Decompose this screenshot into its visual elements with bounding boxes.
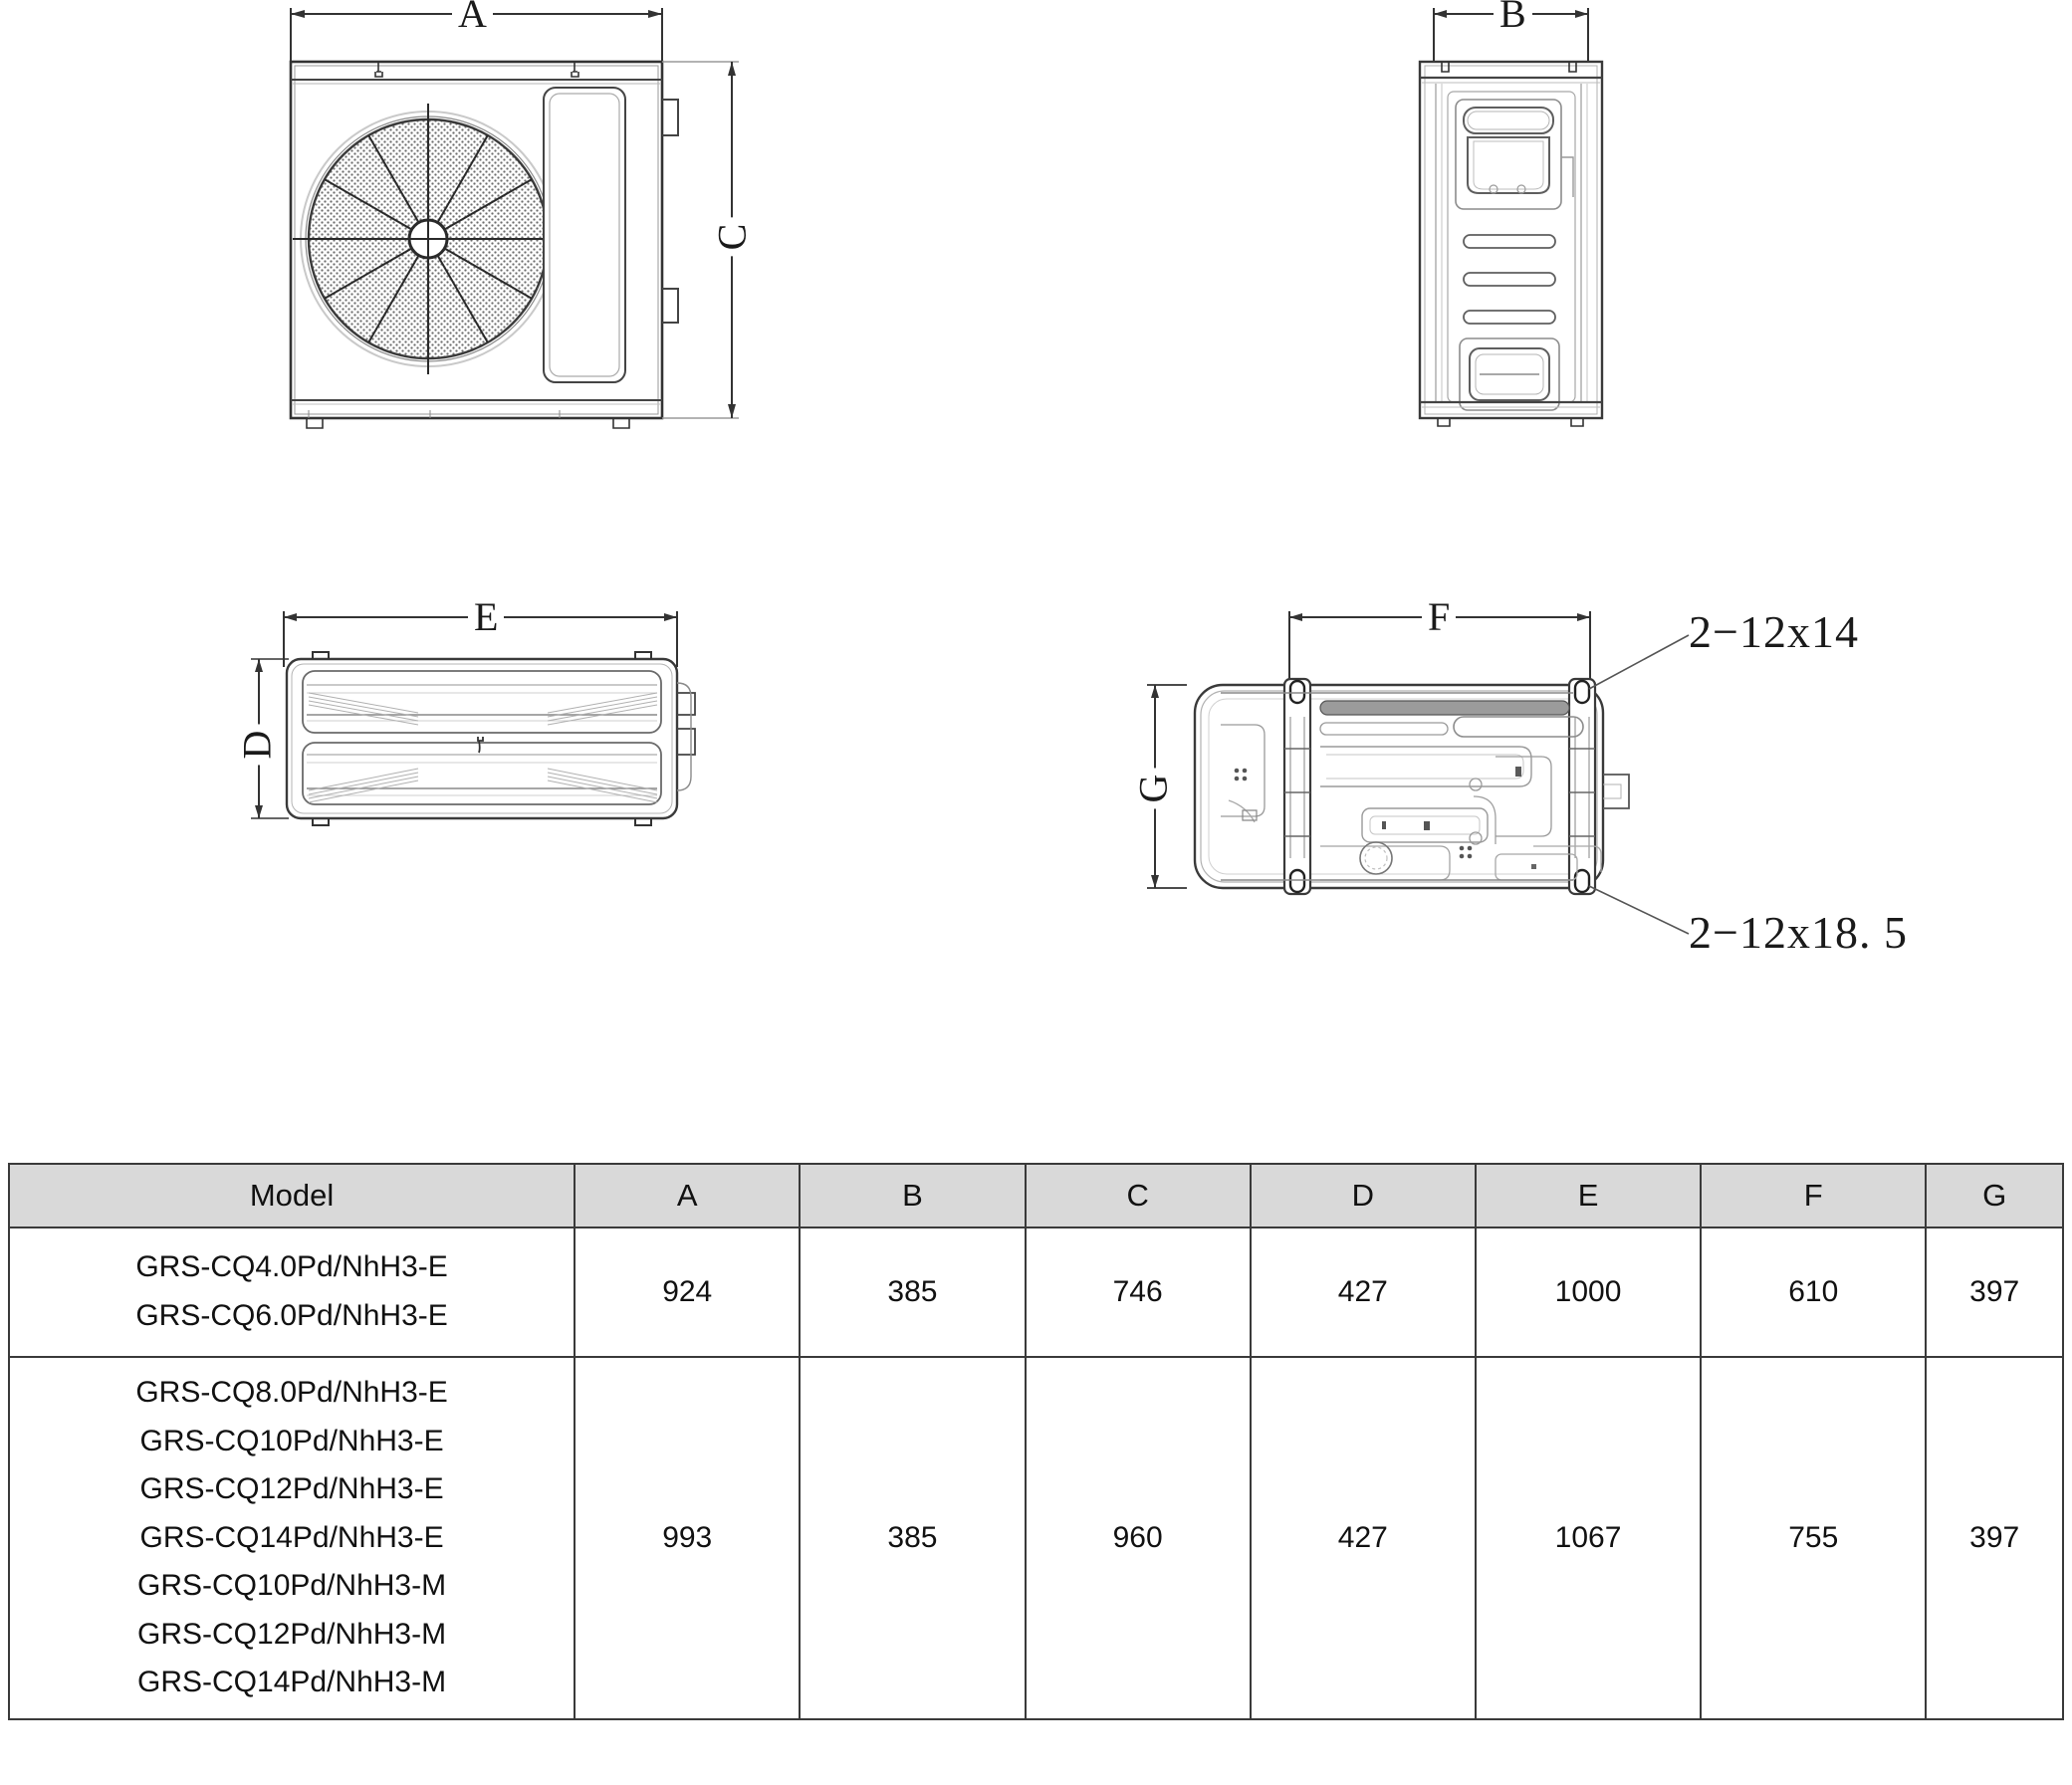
value-b: 385 bbox=[799, 1227, 1027, 1358]
dimension-label-b: B bbox=[1494, 0, 1532, 34]
model-name: GRS-CQ12Pd/NhH3-E bbox=[139, 1472, 444, 1506]
model-name: GRS-CQ14Pd/NhH3-E bbox=[139, 1520, 444, 1554]
model-name: GRS-CQ8.0Pd/NhH3-E bbox=[135, 1375, 448, 1409]
column-header-b: B bbox=[799, 1163, 1027, 1228]
dimension-label-a: A bbox=[452, 0, 493, 34]
column-header-c: C bbox=[1024, 1163, 1252, 1228]
model-name: GRS-CQ10Pd/NhH3-E bbox=[139, 1424, 444, 1457]
value-b: 385 bbox=[799, 1356, 1027, 1720]
dimension-label-f: F bbox=[1422, 597, 1457, 637]
model-name: GRS-CQ4.0Pd/NhH3-E bbox=[135, 1250, 448, 1284]
side-view-outdoor-unit: B bbox=[1394, 0, 1713, 468]
value-a: 993 bbox=[574, 1356, 802, 1720]
model-name: GRS-CQ12Pd/NhH3-M bbox=[137, 1617, 447, 1651]
value-f: 610 bbox=[1700, 1227, 1928, 1358]
model-name: GRS-CQ6.0Pd/NhH3-E bbox=[135, 1299, 448, 1332]
rear-view-outdoor-unit: E D bbox=[229, 597, 946, 896]
value-g: 397 bbox=[1925, 1227, 2064, 1358]
model-names-cell: GRS-CQ8.0Pd/NhH3-E GRS-CQ10Pd/NhH3-E GRS… bbox=[7, 1356, 576, 1720]
column-header-f: F bbox=[1700, 1163, 1928, 1228]
table-row: GRS-CQ4.0Pd/NhH3-E GRS-CQ6.0Pd/NhH3-E 92… bbox=[7, 1227, 2064, 1358]
value-e: 1000 bbox=[1474, 1227, 1703, 1358]
table-row: GRS-CQ8.0Pd/NhH3-E GRS-CQ10Pd/NhH3-E GRS… bbox=[7, 1356, 2064, 1720]
value-c: 960 bbox=[1024, 1356, 1252, 1720]
value-d: 427 bbox=[1249, 1356, 1477, 1720]
table-header-row: Model A B C D E F G bbox=[7, 1163, 2064, 1228]
model-names-cell: GRS-CQ4.0Pd/NhH3-E GRS-CQ6.0Pd/NhH3-E bbox=[7, 1227, 576, 1358]
dimension-table: Model A B C D E F G GRS-CQ4.0Pd/NhH3-E G… bbox=[7, 1163, 2064, 1720]
value-g: 397 bbox=[1925, 1356, 2064, 1720]
model-name: GRS-CQ10Pd/NhH3-M bbox=[137, 1569, 447, 1603]
value-a: 924 bbox=[574, 1227, 802, 1358]
column-header-e: E bbox=[1474, 1163, 1703, 1228]
base-plate-top-view: F G 2−12x14 2−12x18. 5 bbox=[1125, 597, 2061, 1095]
dimension-label-e: E bbox=[468, 597, 505, 637]
value-d: 427 bbox=[1249, 1227, 1477, 1358]
column-header-a: A bbox=[574, 1163, 802, 1228]
value-e: 1067 bbox=[1474, 1356, 1703, 1720]
drawings-area: A C bbox=[229, 0, 2061, 1095]
front-view-outdoor-unit: A C bbox=[249, 0, 1045, 468]
value-c: 746 bbox=[1024, 1227, 1252, 1358]
model-name: GRS-CQ14Pd/NhH3-M bbox=[137, 1666, 447, 1699]
column-header-d: D bbox=[1249, 1163, 1477, 1228]
value-f: 755 bbox=[1700, 1356, 1928, 1720]
callout-mounting-holes-top: 2−12x14 bbox=[1689, 606, 1859, 657]
dimension-label-g: G bbox=[1130, 768, 1175, 809]
callout-mounting-holes-bottom: 2−12x18. 5 bbox=[1689, 907, 1908, 958]
column-header-model: Model bbox=[7, 1163, 576, 1228]
dimension-label-c: C bbox=[709, 217, 754, 257]
column-header-g: G bbox=[1925, 1163, 2064, 1228]
dimension-label-d: D bbox=[234, 724, 279, 766]
